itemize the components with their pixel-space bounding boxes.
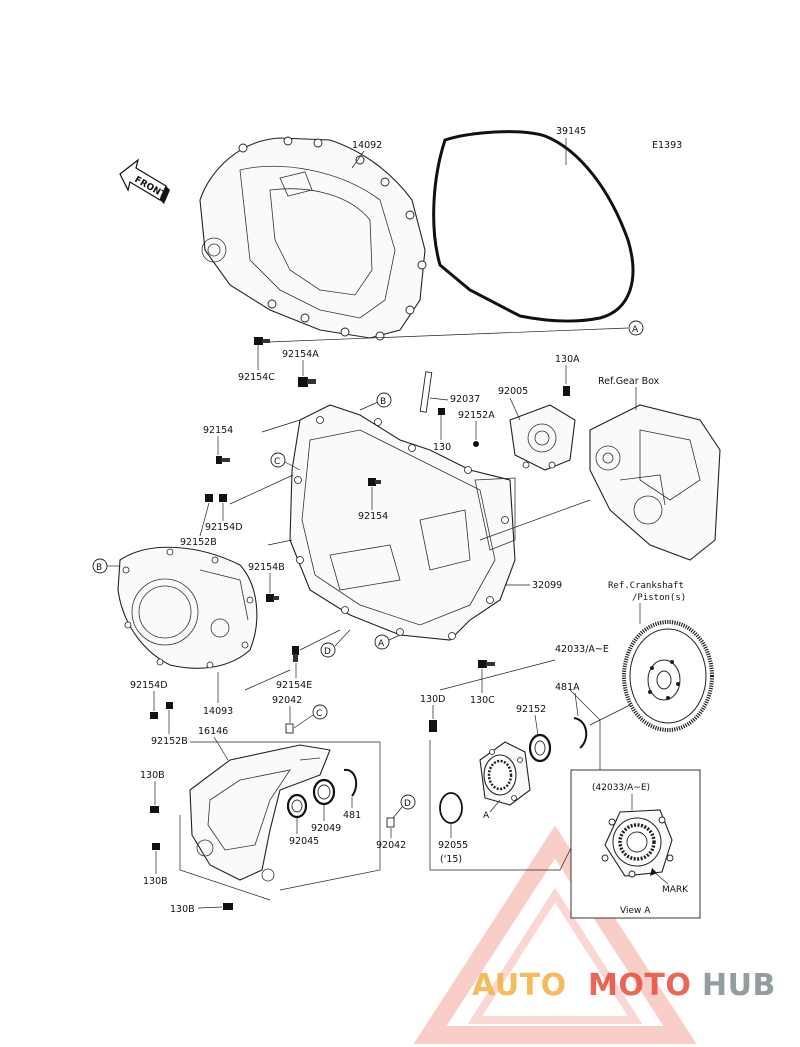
callout-a-bottom: A (378, 639, 385, 649)
label-92154B: 92154B (248, 562, 285, 573)
pin-92042-top (285, 723, 294, 734)
ref-crankshaft-line1: Ref.Crankshaft (608, 581, 684, 591)
label-14093: 14093 (203, 706, 233, 717)
housing-16146 (189, 744, 331, 882)
view-a-mark: MARK (662, 885, 689, 895)
flywheel-crankshaft-reference (622, 620, 714, 732)
label-130A: 130A (555, 354, 580, 365)
view-a-caption: View A (620, 906, 651, 916)
label-130: 130 (433, 442, 451, 453)
label-92042-top: 92042 (272, 695, 302, 706)
view-a-header: (42033/A~E) (592, 783, 650, 793)
label-92154E: 92154E (276, 680, 312, 691)
seal-92045 (286, 793, 308, 819)
label-130D: 130D (420, 694, 445, 705)
watermark-triangle (413, 825, 697, 1044)
label-42033AE: 42033/A~E (555, 644, 609, 655)
oring-92055 (439, 792, 463, 824)
label-92154-mid: 92154 (358, 511, 388, 522)
watermark-logo (413, 825, 697, 1044)
label-130C: 130C (470, 695, 495, 706)
label-92045: 92045 (289, 836, 319, 847)
callout-a-top: A (632, 325, 639, 335)
label-92154A: 92154A (282, 349, 319, 360)
seal-92049 (312, 778, 336, 806)
label-92154D-bottom: 92154D (130, 680, 168, 691)
cover-14093 (117, 546, 258, 669)
ref-gear-box: Ref.Gear Box (598, 376, 660, 387)
label-14092: 14092 (352, 140, 382, 151)
label-32099: 32099 (532, 580, 562, 591)
gear-box-reference (589, 404, 721, 561)
front-arrow-icon: FRONT (119, 158, 170, 204)
clip-481A (573, 717, 588, 749)
bolt-92154B (266, 594, 279, 602)
label-92037: 92037 (450, 394, 480, 405)
diagram-code: E1393 (652, 140, 682, 151)
label-39145: 39145 (556, 126, 586, 137)
one-way-clutch-42033 (479, 741, 531, 806)
label-92055-note: ('15) (440, 854, 462, 865)
callout-c-mid: C (274, 457, 280, 467)
label-92152A: 92152A (458, 410, 495, 421)
label-92005: 92005 (498, 386, 528, 397)
bolt-92154A (298, 377, 316, 387)
view-a-panel: (42033/A~E) MARK View A (570, 769, 701, 919)
cover-14092 (199, 136, 427, 341)
callout-d-right: D (404, 799, 411, 809)
callout-b-top: B (380, 397, 386, 407)
label-92152B-bottom: 92152B (151, 736, 188, 747)
fitting-92005 (509, 404, 576, 471)
label-92154D-top: 92154D (205, 522, 243, 533)
ref-crankshaft-line2: /Piston(s) (632, 593, 686, 603)
label-16146: 16146 (198, 726, 228, 737)
washer-92152 (528, 733, 552, 763)
label-481: 481 (343, 810, 361, 821)
bolt-92154-mid (368, 478, 381, 486)
label-92042-right: 92042 (376, 840, 406, 851)
label-92154C: 92154C (238, 372, 275, 383)
label-130B-1: 130B (140, 770, 165, 781)
label-130B-2: 130B (143, 876, 168, 887)
arrow-a-label: A (483, 811, 490, 821)
gasket-39145 (432, 130, 635, 323)
clip-481 (343, 768, 358, 797)
label-92154-left: 92154 (203, 425, 233, 436)
callout-c-bottom: C (316, 709, 322, 719)
bolt-92154-left (216, 456, 230, 464)
bolt-92154D-top (205, 494, 227, 502)
pin-92042-right (386, 817, 395, 828)
callout-b-left: B (96, 563, 102, 573)
watermark-hub: HUB (702, 968, 776, 1003)
watermark-text: AUTO MOTO HUB (472, 968, 776, 1003)
crankcase-cover-32099 (289, 404, 516, 641)
label-130B-3: 130B (170, 904, 195, 915)
label-92152: 92152 (516, 704, 546, 715)
watermark-auto: AUTO (472, 968, 567, 1003)
label-92055: 92055 (438, 840, 468, 851)
label-481A: 481A (555, 682, 580, 693)
label-92049: 92049 (311, 823, 341, 834)
bolt-130C (478, 660, 495, 668)
bolt-92154E (292, 646, 299, 662)
watermark-moto: MOTO (588, 968, 691, 1003)
bolt-92154C (254, 337, 270, 345)
dowel-92037 (419, 371, 433, 413)
label-92152B-top: 92152B (180, 537, 217, 548)
callout-d-mid: D (324, 647, 331, 657)
